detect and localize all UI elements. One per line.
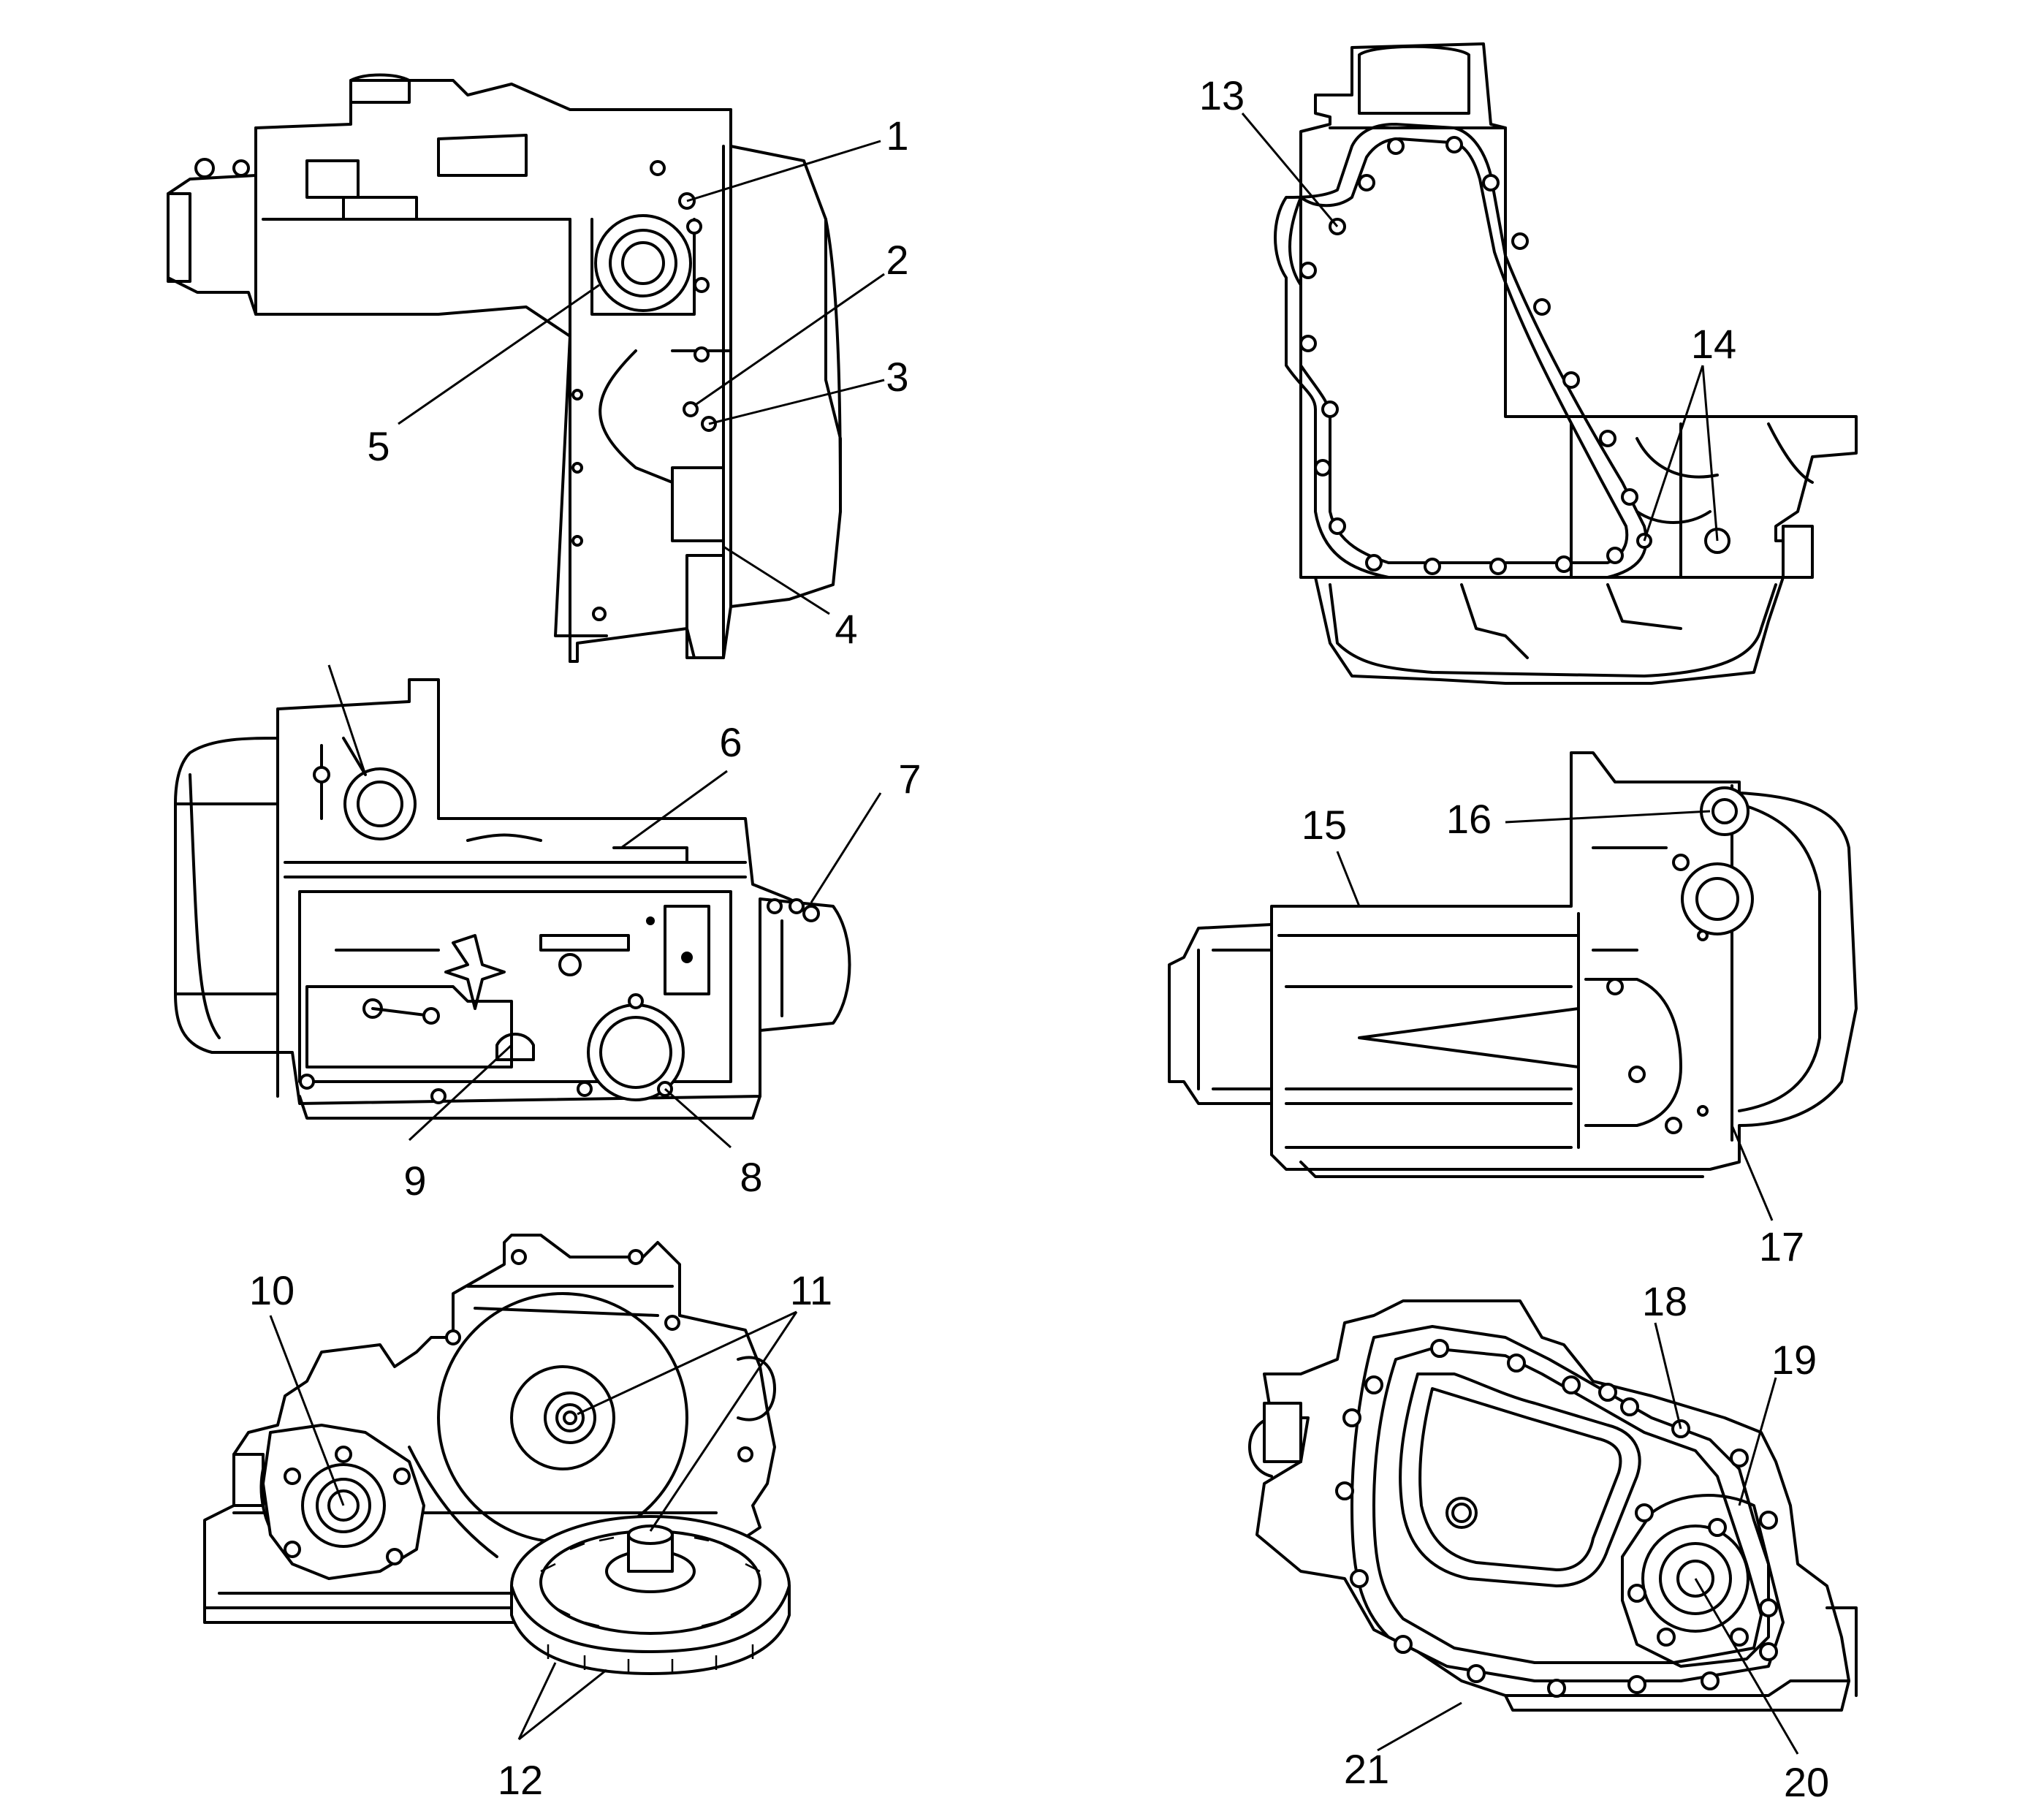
callout-8: 8	[740, 1154, 762, 1200]
callout-5: 5	[367, 423, 390, 469]
callout-14: 14	[1691, 321, 1736, 367]
callout-17: 17	[1759, 1223, 1804, 1269]
callout-labels: 1 2 3 4 5 6 7 8 9 10 11 12 13 14 15 16 1…	[249, 72, 1829, 1805]
callout-1: 1	[886, 113, 908, 159]
callout-2: 2	[886, 237, 908, 283]
callout-3: 3	[886, 354, 908, 400]
callout-10: 10	[249, 1267, 295, 1313]
callout-11: 11	[790, 1267, 832, 1313]
callout-20: 20	[1784, 1759, 1829, 1805]
callout-9: 9	[403, 1158, 426, 1204]
callout-19: 19	[1771, 1337, 1817, 1383]
callout-16: 16	[1446, 796, 1492, 842]
callout-6: 6	[719, 719, 742, 765]
view-top-right	[1274, 42, 1858, 685]
callout-7: 7	[898, 756, 921, 802]
callout-13: 13	[1199, 72, 1245, 118]
view-middle-right	[1168, 751, 1858, 1178]
leader-lines	[269, 113, 1799, 1755]
view-bottom-left	[203, 1234, 791, 1675]
callout-15: 15	[1302, 802, 1347, 848]
view-top-left	[167, 73, 842, 663]
view-bottom-right	[1248, 1299, 1858, 1712]
callout-18: 18	[1642, 1278, 1687, 1324]
callout-12: 12	[498, 1757, 543, 1803]
callout-4: 4	[835, 606, 857, 652]
view-middle-left	[174, 678, 851, 1120]
callout-21: 21	[1344, 1746, 1389, 1792]
